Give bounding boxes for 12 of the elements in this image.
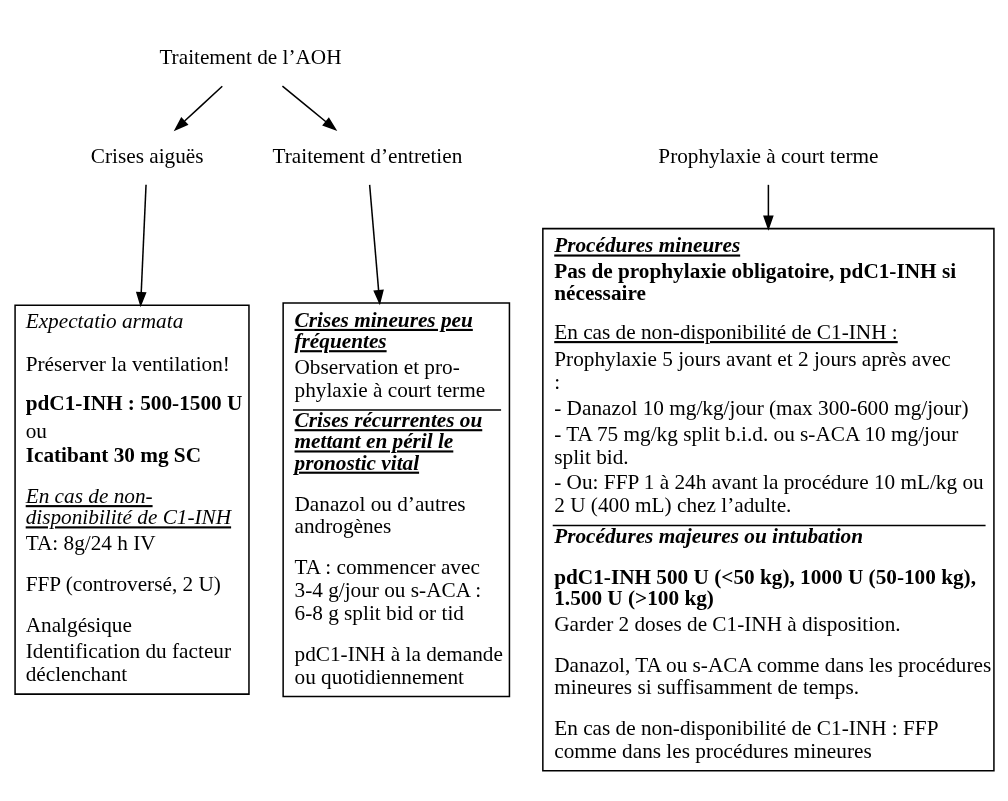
node-text: Traitement d’entretien bbox=[272, 143, 462, 168]
node-box: Expectatio armata Préserver la ventilation! pdC1-INH : 500-1500 U ou Icatibant 30 mg SC En cas de non-disponibilité de C1-INH TA: 8g/24 h IV FFP (controversé, 2 U) Analgésique Identification du facteur déclenchant bbox=[13, 304, 250, 695]
arrow bbox=[762, 183, 774, 231]
node-box: Procédures mineures Pas de prophylaxie obligatoire, pdC1-INH si nécessaire En cas de non-disponibilité de C1-INH : Prophylaxie 5 jours avant et 2 jours après avec : - Danazol 10 mg/kg/jour (max 300-600 mg/jour) - TA 75 mg/kg split b.i.d. ou s-ACA 10 mg/jour split bid. - Ou: FFP 1 à 24h avant la procédure 10 mL/kg ou 2 U (400 mL) chez l’adulte. Procédures majeures ou intubation pdC1-INH 500 U (<50 kg), 1000 U (50-100 kg), 1.500 U (>100 kg) Garder 2 doses de C1-INH à disposition. Danazol, TA ou s-ACA comme dans les procédures mineures si suffisamment de temps. En cas de non-disponibilité de C1-INH : FFP comme dans les procédures mineures bbox=[541, 227, 995, 772]
arrow bbox=[173, 84, 223, 131]
node-text: Crises aiguës bbox=[90, 143, 204, 168]
arrow bbox=[368, 183, 384, 305]
arrow bbox=[135, 183, 147, 307]
node-box: Crises mineures peu fréquentes Observation et pro-phylaxie à court terme Crises récurrentes ou mettant en péril le pronostic vital Danazol ou d’autres androgènes TA : commencer avec 3-4 g/jour ou s-ACA : 6-8 g split bid or tid pdC1-INH à la demande ou quotidiennement bbox=[281, 301, 510, 697]
arrow bbox=[281, 84, 337, 131]
node-text: Traitement de l’AOH bbox=[158, 44, 342, 69]
node-text: Prophylaxie à court terme bbox=[657, 143, 878, 168]
